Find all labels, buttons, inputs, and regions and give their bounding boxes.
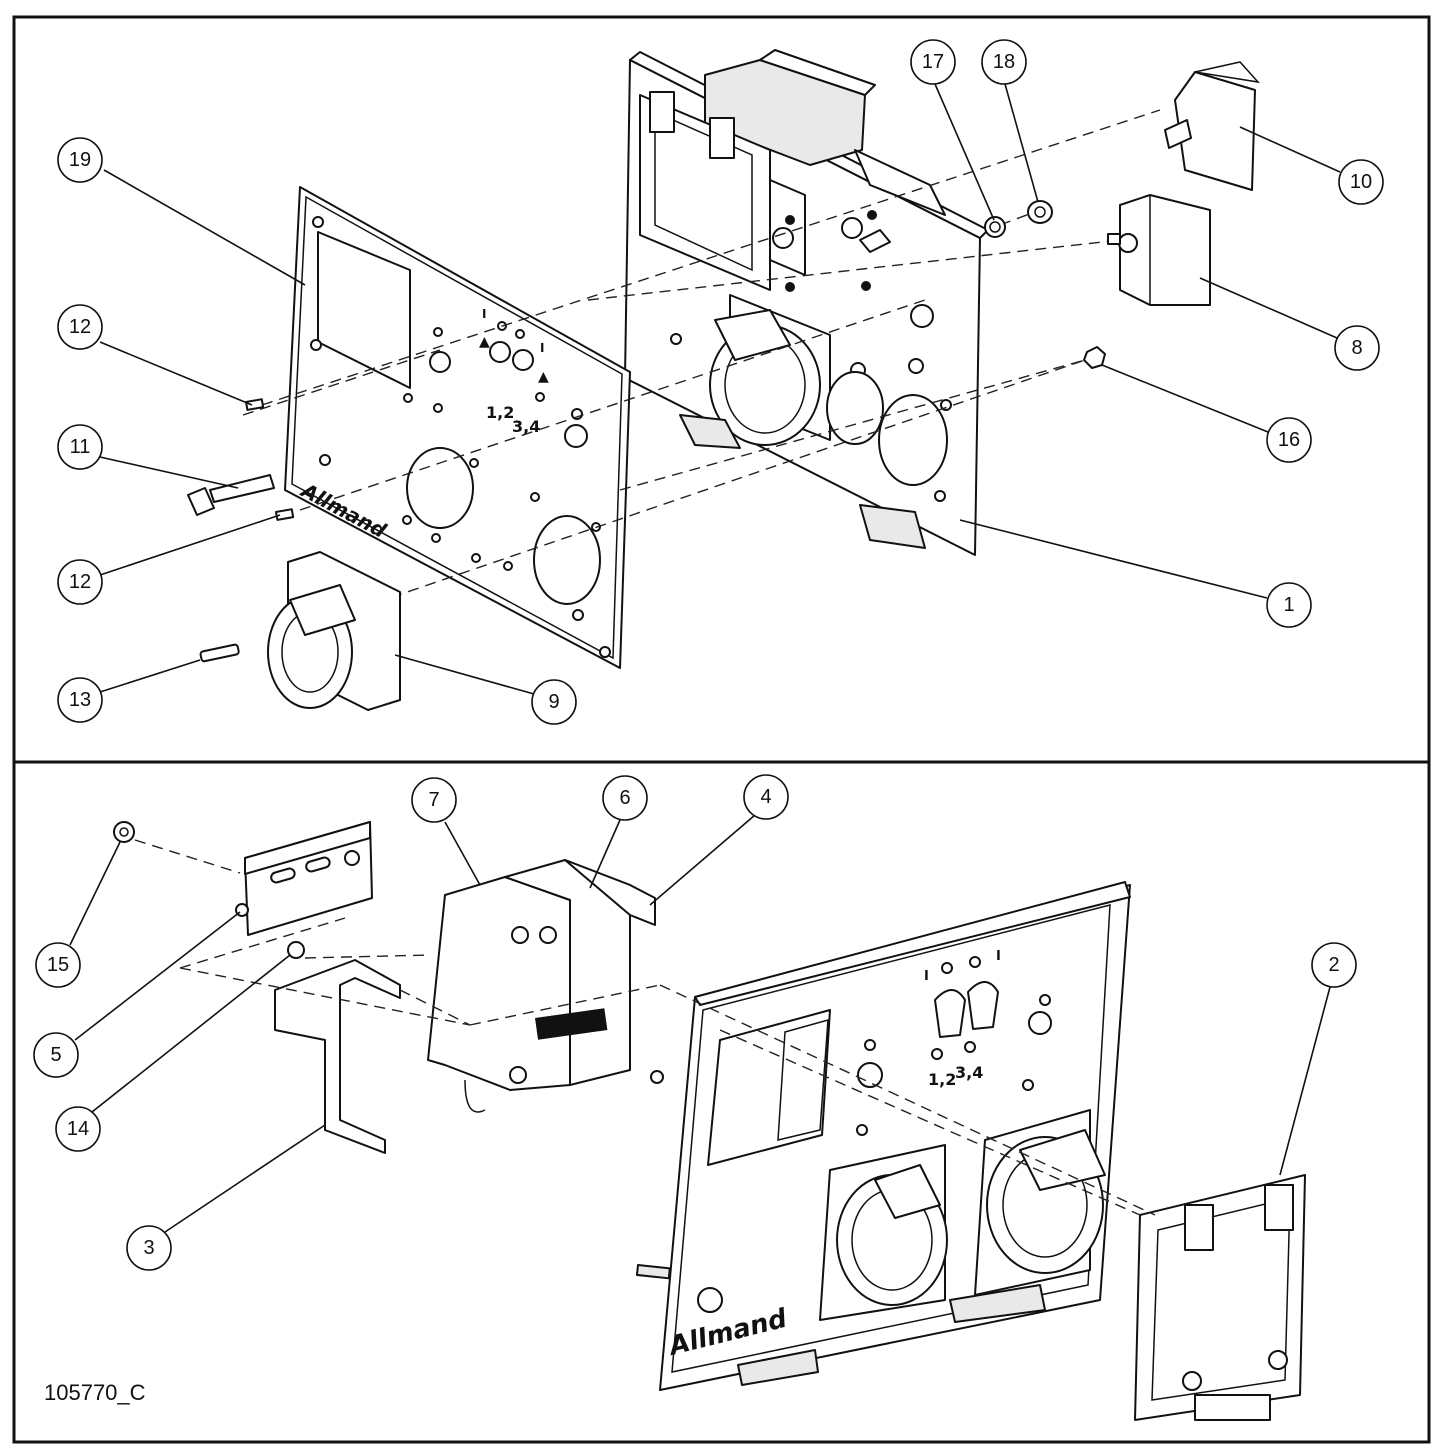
plate-indicator-a: I: [482, 307, 486, 321]
callout-4: 4: [743, 774, 789, 820]
drawing-number: 105770_C: [44, 1380, 146, 1405]
callout-3: 3: [126, 1225, 172, 1271]
svg-text:1: 1: [1283, 594, 1294, 616]
callout-8: 8: [1334, 325, 1380, 371]
plate-indicator-b: I: [540, 341, 544, 355]
callout-13: 13: [57, 677, 103, 723]
svg-text:9: 9: [548, 691, 559, 713]
svg-text:17: 17: [922, 51, 944, 73]
panel-indicator-b: I: [996, 949, 1001, 964]
callout-11: 11: [57, 424, 103, 470]
bottom-assembly-lines: [134, 839, 1156, 1216]
svg-text:16: 16: [1278, 429, 1300, 451]
drawing-frame: [12, 15, 1431, 1444]
callout-1: 1: [1266, 582, 1312, 628]
svg-text:7: 7: [428, 789, 439, 811]
svg-text:3: 3: [143, 1237, 154, 1259]
callout-14: 14: [55, 1106, 101, 1152]
svg-text:2: 2: [1328, 954, 1339, 976]
bottom-callouts: 7 6 4 15 5 14 3 2: [33, 774, 1357, 1271]
bottom-hardware: [113, 821, 305, 959]
callout-16: 16: [1266, 417, 1312, 463]
breaker-assembly: [427, 859, 664, 1113]
svg-text:8: 8: [1351, 337, 1362, 359]
plate-label-3-4: 3,4: [512, 417, 540, 436]
top-hardware: [187, 61, 1260, 711]
svg-text:14: 14: [67, 1118, 89, 1140]
svg-text:▲: ▲: [538, 369, 549, 385]
callout-6: 6: [602, 775, 648, 821]
svg-text:12: 12: [69, 316, 91, 338]
top-view: ▲ ▲ 1,2 3,4 I I Allmand: [57, 39, 1384, 725]
panel-indicator-a: I: [924, 969, 929, 984]
callout-7: 7: [411, 777, 457, 823]
mounting-bracket: [274, 959, 401, 1154]
bottom-view: 1,2 3,4 I I Allmand: [33, 774, 1357, 1421]
svg-text:4: 4: [760, 786, 771, 808]
panel-label-3-4: 3,4: [955, 1063, 983, 1082]
svg-text:15: 15: [47, 954, 69, 976]
outlet-cover: [1134, 1174, 1306, 1421]
callout-2: 2: [1311, 942, 1357, 988]
panel-label-1-2: 1,2: [928, 1070, 956, 1089]
svg-text:6: 6: [619, 787, 630, 809]
rear-panel: [624, 49, 989, 556]
callout-9: 9: [531, 679, 577, 725]
callout-12-lower: 12: [57, 559, 103, 605]
svg-text:5: 5: [50, 1044, 61, 1066]
front-plate: ▲ ▲ 1,2 3,4 I I Allmand: [284, 186, 631, 669]
top-callouts: 19 12 11 12 13 9 17 18 10 8 16 1: [57, 39, 1384, 725]
callout-10: 10: [1338, 159, 1384, 205]
callout-18: 18: [981, 39, 1027, 85]
din-rail: [235, 821, 373, 936]
front-panel-assembled: 1,2 3,4 I I Allmand: [635, 881, 1131, 1391]
svg-text:11: 11: [70, 436, 91, 458]
svg-text:18: 18: [993, 51, 1015, 73]
plate-label-1-2: 1,2: [486, 403, 514, 422]
svg-text:13: 13: [69, 689, 91, 711]
svg-text:19: 19: [69, 149, 91, 171]
svg-text:▲: ▲: [479, 334, 490, 350]
svg-text:12: 12: [69, 571, 91, 593]
callout-12-upper: 12: [57, 304, 103, 350]
callout-15: 15: [35, 942, 81, 988]
callout-5: 5: [33, 1032, 79, 1078]
callout-19: 19: [57, 137, 103, 183]
callout-17: 17: [910, 39, 956, 85]
svg-text:10: 10: [1350, 171, 1372, 193]
top-assembly-lines: [242, 109, 1161, 616]
